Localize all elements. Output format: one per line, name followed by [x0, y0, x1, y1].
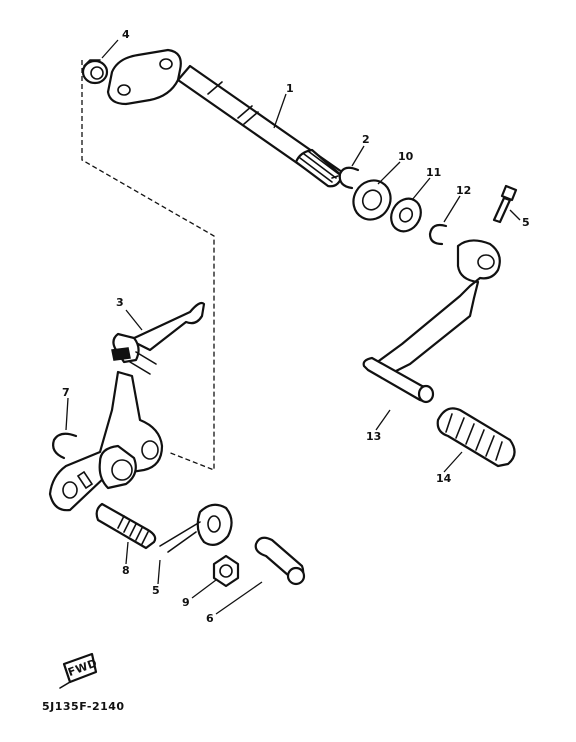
part-10-washer: [352, 179, 392, 221]
callout-6: 6: [206, 612, 214, 625]
part-14-footpeg-rubber: [436, 407, 516, 468]
part-2-circlip: [331, 166, 360, 190]
callout-7: 7: [62, 386, 70, 399]
callout-2: 2: [362, 133, 370, 146]
callout-11: 11: [426, 166, 441, 179]
callout-8: 8: [122, 564, 130, 577]
part-9-nut: [212, 554, 240, 588]
callout-5-upper: 5: [152, 584, 160, 597]
callout-3: 3: [116, 296, 124, 309]
part-6-collar: [254, 536, 306, 586]
callout-9: 9: [182, 596, 190, 609]
callout-13: 13: [366, 430, 381, 443]
shift-lever-plate: [48, 370, 164, 512]
part-11-washer: [390, 197, 422, 233]
part-13-shift-pedal: [362, 239, 501, 404]
callout-10: 10: [398, 150, 414, 163]
part-4-nut: [81, 59, 109, 85]
part-12-circlip: [428, 223, 448, 246]
callout-5-right: 5: [522, 216, 530, 229]
part-3-shift-arm: [111, 301, 206, 375]
callout-labels: 1 2 3 4 5 5 6 7 8 9 10 11 12 13 14: [62, 28, 530, 625]
drawing-code: 5J135F-2140: [42, 700, 125, 713]
part-7-circlip: [52, 432, 78, 460]
assembly-reference-line: [81, 60, 215, 471]
part-5-torsion-spring: [159, 503, 233, 553]
callout-4: 4: [122, 28, 130, 41]
fwd-logo: FWD: [59, 652, 99, 689]
callout-1: 1: [286, 82, 294, 95]
leader-lines: [65, 39, 521, 615]
part-8-stud-bolt: [95, 502, 157, 550]
callout-14: 14: [436, 472, 452, 485]
callout-12: 12: [456, 184, 471, 197]
part-15-bolt: [492, 184, 518, 224]
part-1-shift-shaft: [106, 48, 344, 188]
